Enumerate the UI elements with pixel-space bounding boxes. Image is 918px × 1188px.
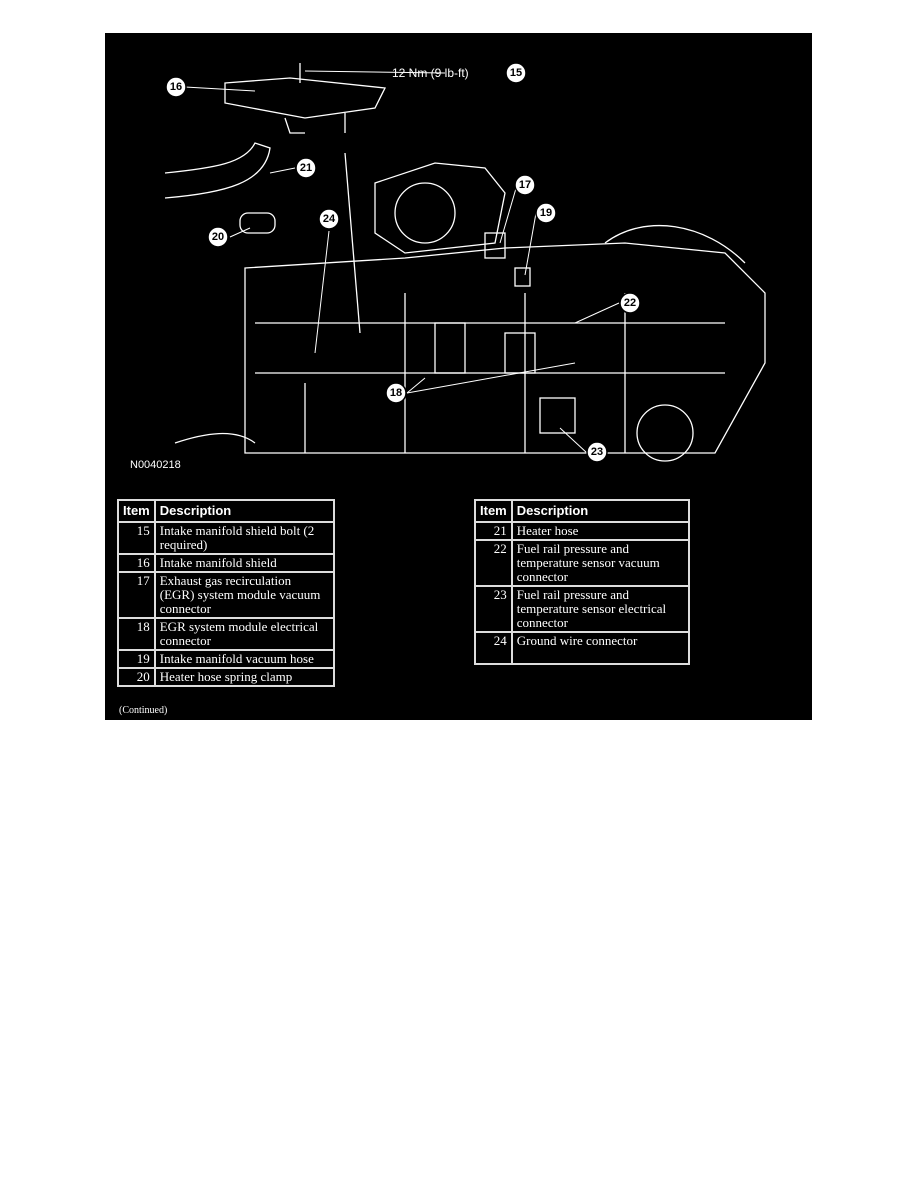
svg-text:22: 22 <box>624 297 636 309</box>
callout-17: 17 <box>514 174 536 196</box>
item-number: 21 <box>474 521 513 541</box>
item-number: 18 <box>117 617 156 651</box>
svg-text:15: 15 <box>510 67 522 79</box>
engine-diagram: 12 Nm (9 lb-ft) N0040218 15 16 17 18 19 … <box>130 62 766 471</box>
item-number: 15 <box>117 521 156 555</box>
callout-16: 16 <box>165 76 187 98</box>
svg-text:17: 17 <box>519 179 531 191</box>
callout-18: 18 <box>385 382 407 404</box>
item-description: Intake manifold shield <box>153 553 336 573</box>
callout-23: 23 <box>586 441 608 463</box>
item-number: 16 <box>117 553 156 573</box>
item-description: EGR system module electrical connector <box>153 617 336 651</box>
leader-lines <box>184 70 620 454</box>
svg-text:20: 20 <box>212 231 224 243</box>
figure-id: N0040218 <box>130 459 181 471</box>
item-number: 17 <box>117 571 156 619</box>
item-description: Heater hose <box>510 521 691 541</box>
item-description: Ground wire connector <box>510 631 691 665</box>
callout-22: 22 <box>619 292 641 314</box>
item-number: 20 <box>117 667 156 687</box>
item-number: 19 <box>117 649 156 669</box>
item-description: Intake manifold vacuum hose <box>153 649 336 669</box>
header-item: Item <box>474 499 513 523</box>
item-description: Fuel rail pressure and temperature senso… <box>510 539 691 587</box>
continued-note: (Continued) <box>119 705 168 716</box>
svg-text:18: 18 <box>390 387 402 399</box>
figure-panel: 12 Nm (9 lb-ft) N0040218 15 16 17 18 19 … <box>105 33 812 720</box>
item-description: Fuel rail pressure and temperature senso… <box>510 585 691 633</box>
callout-24: 24 <box>318 208 340 230</box>
svg-text:21: 21 <box>300 162 312 174</box>
svg-text:16: 16 <box>170 81 182 93</box>
item-description: Exhaust gas recirculation (EGR) system m… <box>153 571 336 619</box>
svg-text:23: 23 <box>591 446 603 458</box>
callout-21: 21 <box>295 157 317 179</box>
item-description: Heater hose spring clamp <box>153 667 336 687</box>
header-description: Description <box>510 499 691 523</box>
engine-illustration <box>164 63 766 462</box>
item-number: 23 <box>474 585 513 633</box>
svg-text:24: 24 <box>323 213 336 225</box>
callout-15: 15 <box>505 62 527 84</box>
callout-19: 19 <box>535 202 557 224</box>
svg-text:19: 19 <box>540 207 552 219</box>
item-number: 22 <box>474 539 513 587</box>
item-number: 24 <box>474 631 513 665</box>
callout-20: 20 <box>207 226 229 248</box>
header-description: Description <box>153 499 336 523</box>
item-description: Intake manifold shield bolt (2 required) <box>153 521 336 555</box>
torque-label: 12 Nm (9 lb-ft) <box>392 66 469 80</box>
header-item: Item <box>117 499 156 523</box>
